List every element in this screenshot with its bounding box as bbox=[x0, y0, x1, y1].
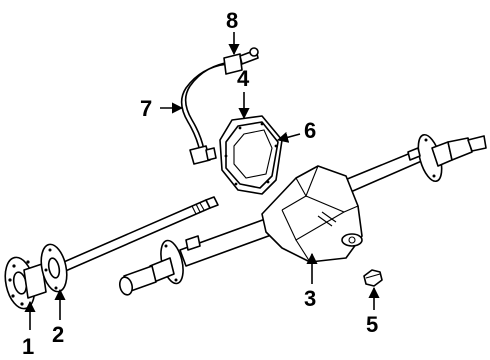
abs-sensor-harness bbox=[180, 47, 259, 165]
callout-8: 8 bbox=[226, 8, 238, 33]
callout-2: 2 bbox=[52, 322, 64, 347]
axle-flange bbox=[4, 256, 47, 310]
callout-arrows bbox=[24, 32, 380, 330]
callout-6: 6 bbox=[304, 118, 316, 143]
axle-housing bbox=[118, 133, 487, 296]
callout-3: 3 bbox=[304, 286, 316, 311]
fill-plug bbox=[363, 269, 383, 287]
callout-1: 1 bbox=[22, 334, 34, 359]
callout-7: 7 bbox=[140, 96, 152, 121]
callout-4: 4 bbox=[237, 66, 250, 91]
carrier-cover bbox=[219, 115, 283, 195]
callout-5: 5 bbox=[366, 312, 378, 337]
